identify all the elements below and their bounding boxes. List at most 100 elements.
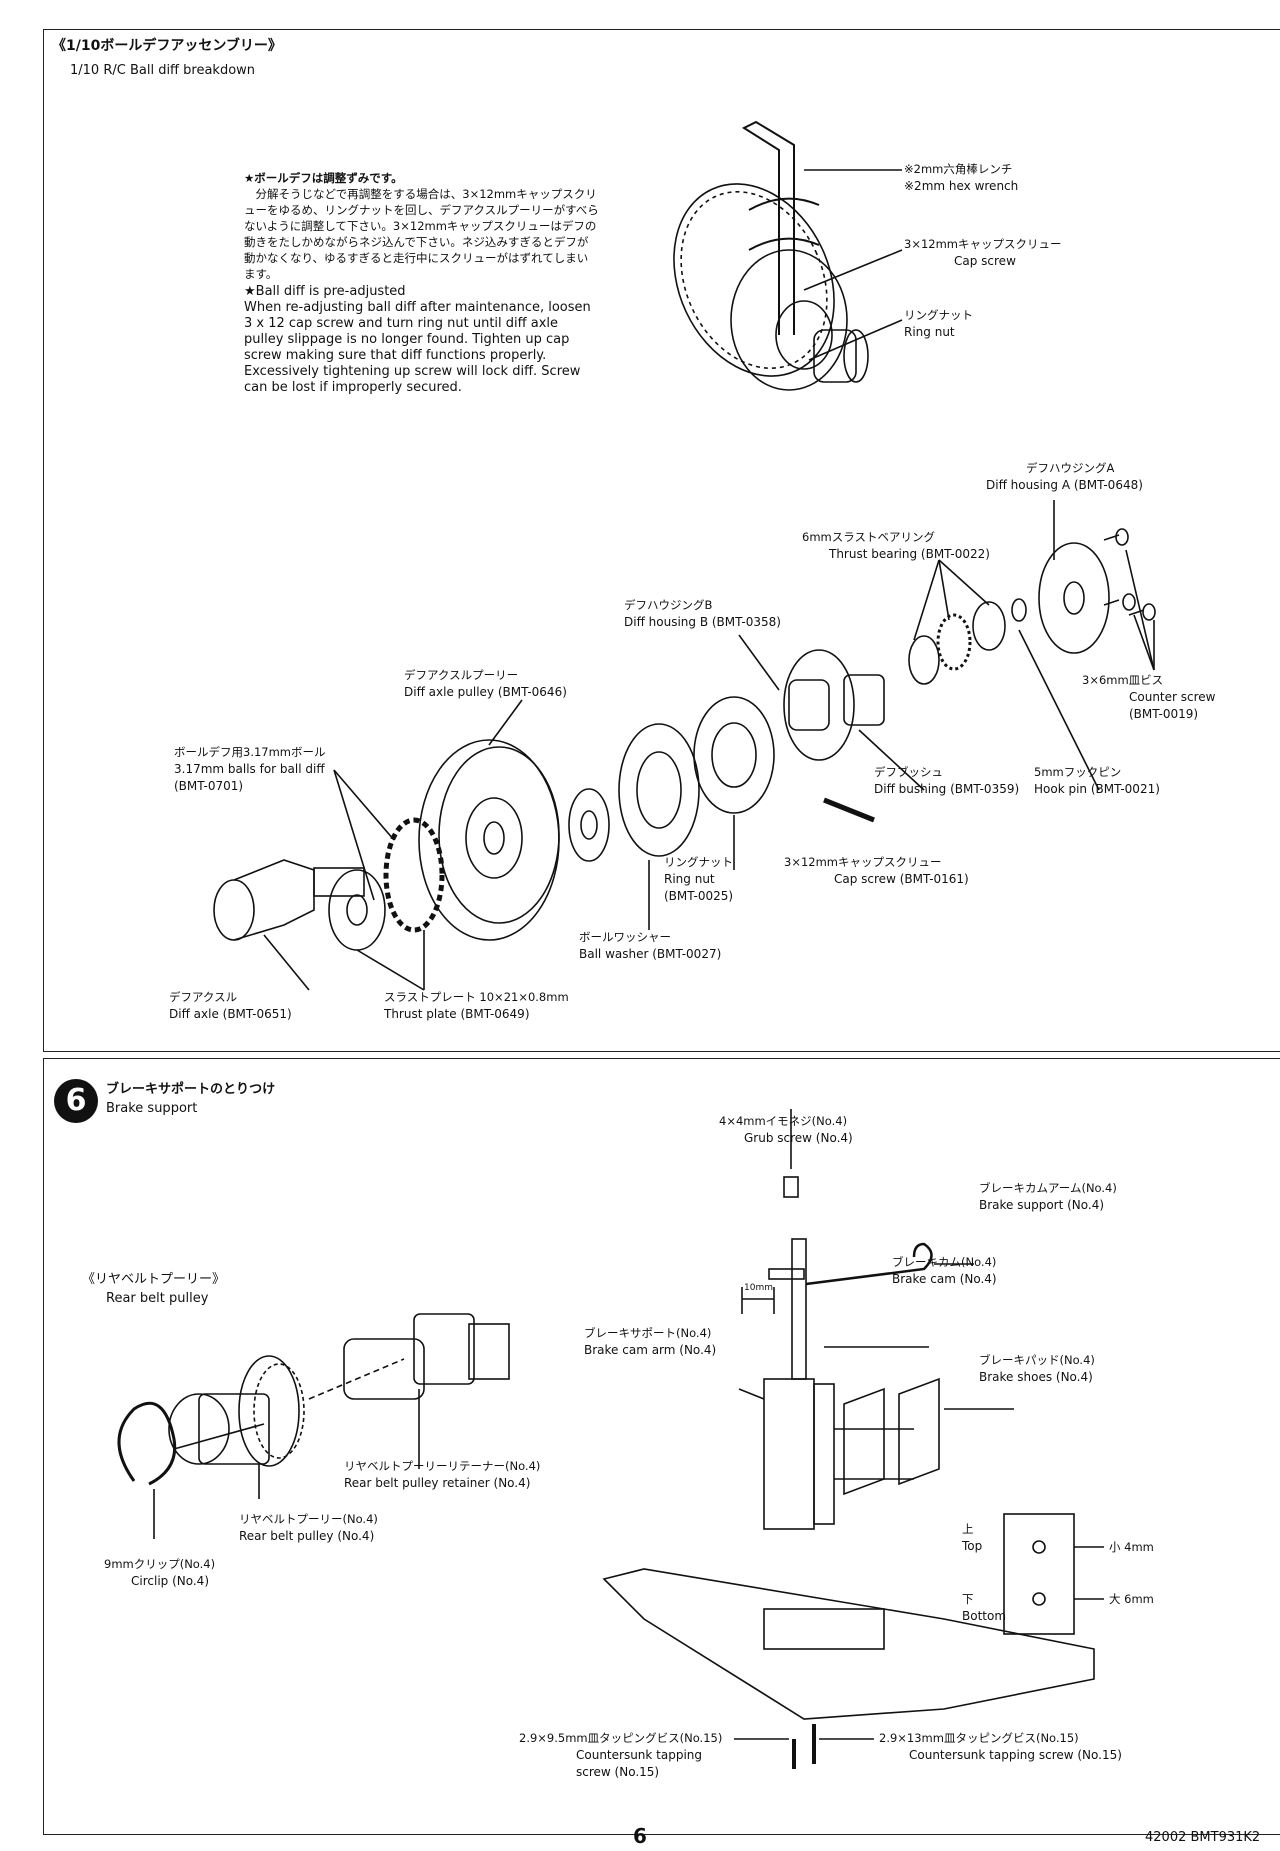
note-jp-title: ★ボールデフは調整ずみです。 <box>244 171 403 185</box>
cap-screw-label-jp: 3×12mmキャップスクリュー <box>784 855 942 869</box>
dim-10mm: 10mm <box>744 1283 773 1293</box>
cam-label-jp: ブレーキカム(No.4) <box>892 1255 997 1269</box>
rear-pulley-part <box>168 1355 305 1467</box>
thrust-plate-label-en: Thrust plate (BMT-0649) <box>384 1007 530 1021</box>
rear-pulley-subtitle-en: Rear belt pulley <box>106 1291 209 1306</box>
bushing-label-jp: デフブッシュ <box>874 765 943 779</box>
brake-shoes-part <box>834 1377 940 1496</box>
axle-label-jp: デフアクスル <box>169 990 238 1004</box>
step-title-jp: ブレーキサポートのとりつけ <box>106 1082 276 1097</box>
ball-washer <box>568 723 700 862</box>
bottom-label-jp: 下 <box>962 1592 974 1606</box>
diff-bushing <box>843 674 885 726</box>
assembled-diff <box>673 183 869 391</box>
step-title-en: Brake support <box>106 1101 198 1116</box>
hex-wrench-label-en: ※2mm hex wrench <box>904 179 1019 193</box>
pulley-label-en: Diff axle pulley (BMT-0646) <box>404 685 567 699</box>
pulley-label-jp: デフアクスルプーリー <box>404 668 519 682</box>
shoes-label-en: Brake shoes (No.4) <box>979 1370 1093 1384</box>
shoes-label-jp: ブレーキパッド(No.4) <box>979 1353 1095 1367</box>
support-label-en: Brake cam arm (No.4) <box>584 1343 717 1357</box>
washer-label-en: Ball washer (BMT-0027) <box>579 947 722 961</box>
balls-label-en1: 3.17mm balls for ball diff <box>174 762 325 776</box>
thrust-plate <box>328 869 386 951</box>
hex-wrench-label-jp: ※2mm六角棒レンチ <box>904 162 1013 176</box>
counter-screw-label-en2: (BMT-0019) <box>1129 707 1199 721</box>
grub-label-jp: 4×4mmイモネジ(No.4) <box>719 1114 848 1128</box>
ring-nut-label-en1: Ring nut <box>664 872 715 886</box>
product-code: 42002 BMT931K2 <box>1145 1830 1261 1845</box>
brake-support-drawing <box>117 1109 1104 1769</box>
adjust-note: ★ボールデフは調整ずみです。 分解そうじなどで再調整をする場合は、3×12mmキ… <box>244 170 599 396</box>
diff-axle <box>213 859 365 941</box>
bottom-label-en: Bottom <box>962 1609 1007 1623</box>
cam-arm-label-jp: ブレーキカムアーム(No.4) <box>979 1181 1117 1195</box>
chassis-plate <box>602 1568 1095 1720</box>
ts-short-label-en1: Countersunk tapping <box>576 1748 703 1762</box>
ball-diff-panel: 《1/10ボールデフアッセンブリー》 1/10 R/C Ball diff br… <box>43 29 1280 1052</box>
retainer-label-en: Rear belt pulley retainer (No.4) <box>344 1476 531 1490</box>
ts-short-label-en2: screw (No.15) <box>576 1765 660 1779</box>
circlip-label-jp: 9mmクリップ(No.4) <box>104 1557 216 1571</box>
hex-wrench <box>741 120 795 335</box>
housing-b-label-jp: デフハウジングB <box>624 598 713 612</box>
pad-diagram <box>1003 1513 1104 1635</box>
capscrew-label-en: Cap screw <box>954 254 1016 268</box>
ts-short-label-jp: 2.9×9.5mm皿タッピングビス(No.15) <box>519 1731 723 1745</box>
cam-label-en: Brake cam (No.4) <box>892 1272 997 1286</box>
housing-b <box>783 649 855 761</box>
counter-screws <box>1103 528 1156 621</box>
ball-diff-drawing <box>213 120 1156 991</box>
housing-a-label-en: Diff housing A (BMT-0648) <box>986 478 1143 492</box>
ringnut-label-jp: リングナット <box>904 308 973 322</box>
note-en-title: ★Ball diff is pre-adjusted <box>244 284 406 299</box>
support-label-jp: ブレーキサポート(No.4) <box>584 1326 712 1340</box>
note-jp-body: 分解そうじなどで再調整をする場合は、3×12mmキャップスクリューをゆるめ、リン… <box>244 187 599 281</box>
axle-label-en: Diff axle (BMT-0651) <box>169 1007 292 1021</box>
retainer-part <box>343 1313 510 1400</box>
grub-screw-part <box>783 1176 799 1198</box>
step-6-panel: 6 ブレーキサポートのとりつけ Brake support 《リヤベルトプーリー… <box>43 1058 1280 1835</box>
thrust-plate-label-jp: スラストプレート 10×21×0.8mm <box>384 990 569 1004</box>
page-number: 6 <box>633 1824 647 1848</box>
cap-screw-part <box>823 797 875 823</box>
housing-b-label-en: Diff housing B (BMT-0358) <box>624 615 781 629</box>
ts-long-label-jp: 2.9×13mm皿タッピングビス(No.15) <box>879 1731 1079 1745</box>
cam-arm-label-en: Brake support (No.4) <box>979 1198 1105 1212</box>
grub-label-en: Grub screw (No.4) <box>744 1131 853 1145</box>
tapping-screws <box>792 1724 816 1769</box>
retainer-label-jp: リヤベルトプーリーリテーナー(No.4) <box>344 1459 541 1473</box>
ring-nut-label-jp: リングナット <box>664 855 733 869</box>
top-label-en: Top <box>962 1539 983 1553</box>
top-label-jp: 上 <box>962 1522 974 1536</box>
cap-screw-label-en: Cap screw (BMT-0161) <box>834 872 969 886</box>
diff-pulley <box>418 739 560 941</box>
rear-pulley-label-en: Rear belt pulley (No.4) <box>239 1529 375 1543</box>
hook-pin-label-en: Hook pin (BMT-0021) <box>1034 782 1160 796</box>
ring-nut-label-en2: (BMT-0025) <box>664 889 734 903</box>
washer-label-jp: ボールワッシャー <box>579 930 671 944</box>
capscrew-label-jp: 3×12mmキャップスクリュー <box>904 237 1062 251</box>
ring-nut-part <box>693 696 775 814</box>
circlip-label-en: Circlip (No.4) <box>131 1574 209 1588</box>
rear-pulley-subtitle-jp: 《リヤベルトプーリー》 <box>82 1272 226 1287</box>
balls-label-jp: ボールデフ用3.17mmボール <box>174 745 326 759</box>
counter-screw-label-en1: Counter screw <box>1129 690 1216 704</box>
hook-pin-label-jp: 5mmフックピン <box>1034 765 1122 779</box>
thrust-bearing-label-jp: 6mmスラストベアリング <box>802 530 935 544</box>
ts-long-label-en: Countersunk tapping screw (No.15) <box>909 1748 1122 1762</box>
note-en-body: When re-adjusting ball diff after mainte… <box>244 300 591 395</box>
balls-ring <box>383 817 445 933</box>
cam-arm-part <box>805 1242 933 1286</box>
circlip-part <box>117 1401 177 1486</box>
brake-support-part <box>763 1378 835 1530</box>
ringnut-label-en: Ring nut <box>904 325 955 339</box>
counter-screw-label-jp: 3×6mm皿ビス <box>1082 673 1164 687</box>
balls-label-en2: (BMT-0701) <box>174 779 244 793</box>
thrust-bearing-label-en: Thrust bearing (BMT-0022) <box>829 547 990 561</box>
housing-a-label-jp: デフハウジングA <box>1026 461 1115 475</box>
housing-a <box>1038 542 1110 654</box>
step-number: 6 <box>54 1079 98 1123</box>
panel-title-en: 1/10 R/C Ball diff breakdown <box>70 63 256 78</box>
panel-title-jp: 《1/10ボールデフアッセンブリー》 <box>52 38 282 54</box>
